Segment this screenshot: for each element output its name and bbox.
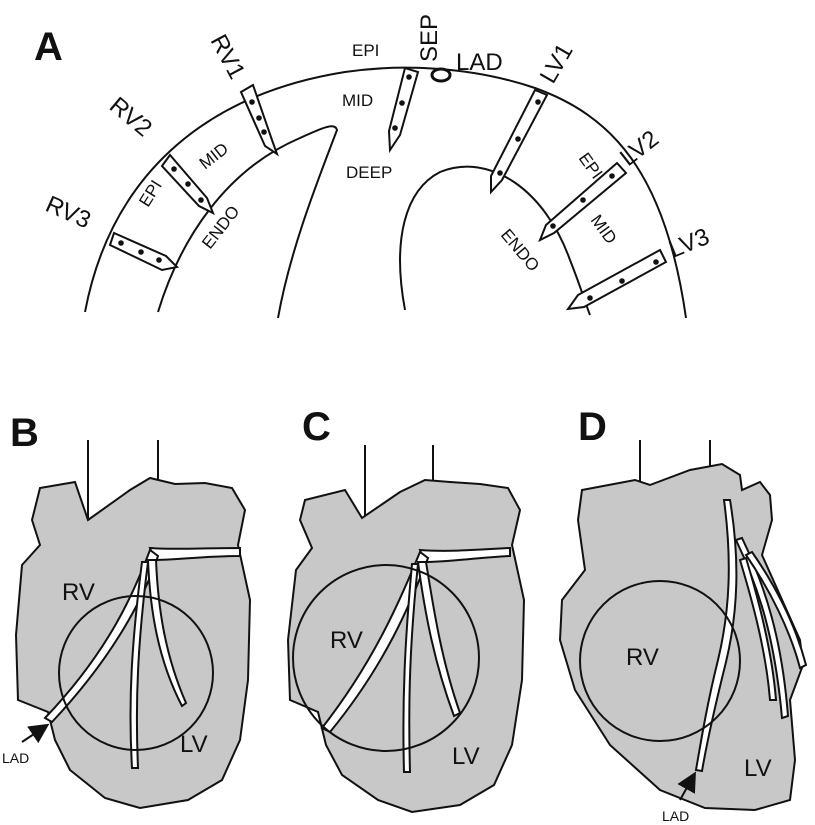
panel-letter-a: A [34,25,63,69]
panel-letter-d: D [578,405,607,449]
heart-d-circle [579,580,741,742]
label-endo-lv: ENDO [497,225,543,275]
probe-rv2 [160,153,215,216]
label-mid-sep: MID [342,91,373,110]
heart-b-vessel-branch [148,546,241,562]
probe-rv1 [239,83,279,157]
heart-d-branch-1 [734,536,790,720]
probe-rv3 [108,231,180,272]
label-lv2: LV2 [615,125,664,171]
heart-d-label-rv: RV [626,644,659,671]
heart-d-label-lv: LV [744,755,772,782]
label-rv1: RV1 [205,30,251,84]
label-rv3: RV3 [42,191,95,234]
heart-c-label-lv: LV [452,743,480,770]
heart-c-vessel-branch [418,546,511,564]
label-epi-rv: EPI [135,177,166,210]
heart-b-label-lv: LV [180,731,208,758]
heart-d-branch-3 [738,556,778,701]
lad-vessel-cross-section [430,67,452,83]
label-mid-rv: MID [196,139,232,173]
heart-d-branch-2 [744,550,808,670]
label-sep: SEP [416,14,443,62]
heart-b-branch-2 [129,561,150,769]
heart-b-label-rv: RV [62,579,95,606]
panel-letter-c: C [302,405,331,449]
heart-d-lad [694,499,738,773]
panel-a: A [34,14,713,319]
outer-wall-arc [84,66,687,319]
label-epi-sep: EPI [352,41,379,60]
label-lv3: LV3 [665,223,713,263]
panel-b: B RV LV LAD [2,411,252,810]
probe-sep [387,66,420,154]
rv-endo-line [157,125,339,319]
lv-cavity-line [399,165,591,316]
probe-lv3 [565,248,668,311]
heart-b-lad-arrow [21,723,50,744]
heart-b-label-lad: LAD [2,750,29,766]
label-rv2: RV2 [104,92,157,142]
label-deep-sep: DEEP [346,163,392,182]
label-lad-top: LAD [456,49,503,76]
label-lv1: LV1 [535,39,579,88]
label-mid-lv: MID [587,211,621,247]
heart-b-circle [58,595,214,751]
panel-letter-b: B [10,411,39,455]
heart-b-diagonal [146,559,188,708]
heart-c-label-rv: RV [330,627,363,654]
panel-d: D RV LV LAD [558,405,808,824]
panel-c: C RV LV [286,405,526,814]
probe-lv2 [538,161,628,243]
heart-c-branch-2 [402,563,420,773]
heart-d-label-lad: LAD [662,808,689,824]
heart-d-lad-arrow [677,771,696,801]
probe-lv1 [490,88,549,195]
heart-c-circle [292,564,480,752]
